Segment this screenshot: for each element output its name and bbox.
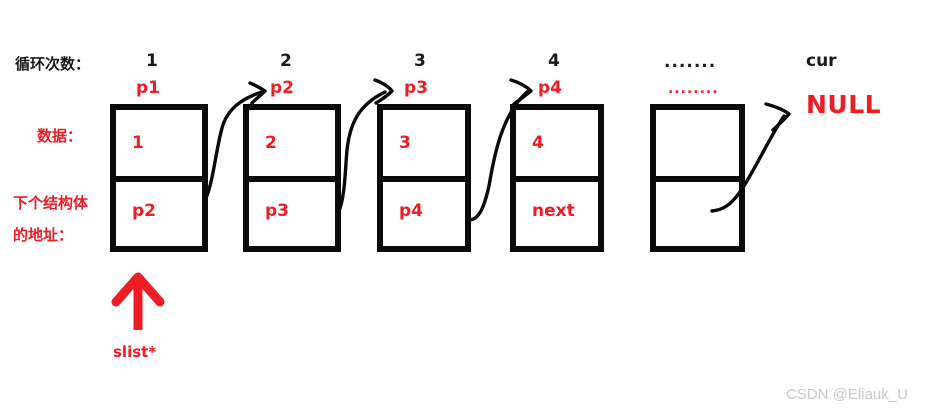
iteration-count-2: 2: [280, 51, 292, 71]
list-node-1: 1 p2: [110, 104, 208, 252]
node-4-next-value: next: [532, 201, 575, 221]
list-node-5: [650, 104, 745, 252]
slist-up-arrow-icon: [111, 272, 165, 330]
iteration-count-4: 4: [548, 51, 560, 71]
node-4-data-cell: 4: [516, 110, 598, 176]
pointer-label-p2: p2: [270, 78, 294, 98]
node-1-next-cell: p2: [116, 176, 202, 246]
node-3-data-cell: 3: [383, 110, 465, 176]
next-address-row-label-line2: 的地址：: [13, 226, 74, 244]
node-3-next-value: p4: [399, 201, 423, 221]
list-node-2: 2 p3: [243, 104, 341, 252]
node-5-divider: [650, 176, 745, 182]
pointer-label-ellipsis: ........: [668, 81, 719, 97]
node-2-data-value: 2: [265, 133, 277, 153]
iteration-count-ellipsis: .......: [664, 52, 717, 72]
data-row-label: 数据：: [37, 127, 83, 145]
pointer-label-p4: p4: [538, 78, 562, 98]
list-node-3: 3 p4: [377, 104, 471, 252]
cur-pointer-label: cur: [806, 51, 837, 71]
node-2-next-cell: p3: [249, 176, 335, 246]
node-1-data-cell: 1: [116, 110, 202, 176]
node-1-data-value: 1: [132, 133, 144, 153]
pointer-label-p3: p3: [404, 78, 428, 98]
loop-count-row-label: 循环次数：: [15, 55, 91, 73]
watermark: CSDN @Eliauk_U: [786, 386, 908, 403]
node-4-divider: [510, 176, 604, 182]
slist-pointer-label: slist*: [113, 343, 157, 361]
node-1-next-value: p2: [132, 201, 156, 221]
iteration-count-1: 1: [146, 51, 158, 71]
node-5-data-cell: [656, 110, 739, 176]
node-4-next-cell: next: [516, 176, 598, 246]
node-5-next-cell: [656, 176, 739, 246]
node-3-divider: [377, 176, 471, 182]
node-4-data-value: 4: [532, 133, 544, 153]
null-value-label: NULL: [806, 90, 882, 119]
node-2-data-cell: 2: [249, 110, 335, 176]
iteration-count-3: 3: [414, 51, 426, 71]
node-2-divider: [243, 176, 341, 182]
pointer-label-p1: p1: [136, 78, 160, 98]
node-3-next-cell: p4: [383, 176, 465, 246]
node-1-divider: [110, 176, 208, 182]
list-node-4: 4 next: [510, 104, 604, 252]
node-3-data-value: 3: [399, 133, 411, 153]
node-2-next-value: p3: [265, 201, 289, 221]
next-address-row-label-line1: 下个结构体: [13, 194, 89, 212]
